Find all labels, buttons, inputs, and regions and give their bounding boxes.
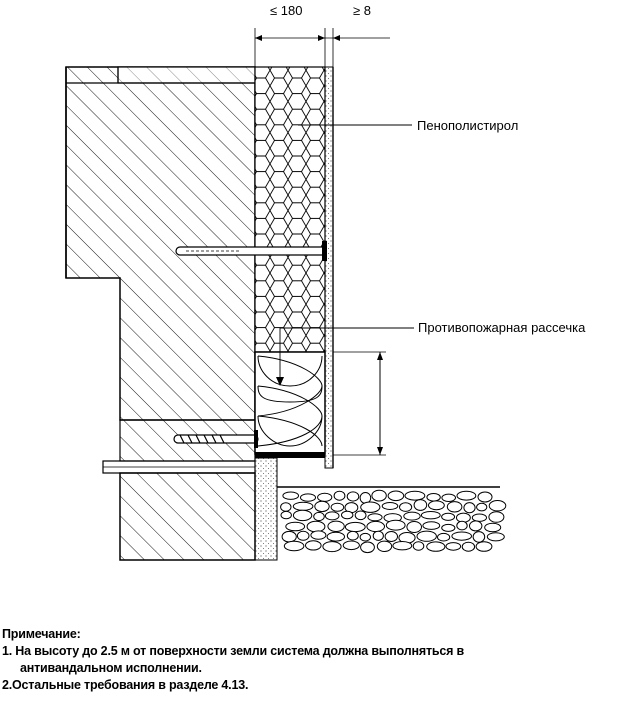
gravel-stone: [428, 500, 445, 511]
gravel-stone: [327, 520, 345, 532]
anchor-dowel-upper: [175, 241, 327, 261]
gravel-stone: [280, 510, 292, 520]
gravel-stone: [445, 542, 462, 551]
render-layer: [324, 66, 334, 469]
floor-slab-lower: [102, 419, 256, 474]
gravel-stone: [292, 501, 314, 511]
gravel-stone: [461, 541, 476, 552]
gravel-stone: [456, 520, 468, 531]
gravel-stone: [413, 499, 428, 511]
gravel-stone: [296, 530, 310, 541]
note-item-1-line-1: 1. На высоту до 2.5 м от поверхности зем…: [2, 644, 464, 658]
gravel-stone: [446, 501, 463, 513]
note-block: Примечание: 1. На высоту до 2.5 м от пов…: [2, 626, 622, 694]
gravel-stone: [488, 500, 507, 512]
note-item-1-line-2: антивандальном исполнении.: [20, 661, 202, 675]
gravel-stone: [472, 531, 486, 543]
gravel-stone: [281, 530, 297, 543]
gravel-stone: [441, 512, 456, 521]
gravel-stone: [372, 530, 384, 541]
gravel-stone: [317, 492, 333, 502]
gravel-stone: [314, 500, 330, 513]
label-fire-break: Противопожарная рассечка: [418, 320, 586, 335]
gravel-stone: [486, 532, 505, 542]
gravel-stone: [381, 502, 399, 510]
gravel-stone: [282, 491, 300, 500]
gravel-stone: [359, 532, 371, 542]
gravel-stone: [346, 530, 359, 541]
gravel-stone: [406, 521, 423, 533]
gravel-stone: [376, 540, 393, 552]
anchor-dowel-lower: [173, 430, 259, 448]
leader-eps: Пенополистирол: [298, 118, 518, 133]
gravel-stone: [422, 521, 441, 530]
gravel-stone: [451, 531, 473, 541]
gravel-stone: [403, 511, 421, 521]
gravel-stone: [280, 502, 292, 512]
gravel-stone: [326, 531, 345, 542]
gravel-stone: [416, 530, 437, 542]
gravel-stone: [310, 530, 327, 540]
gravel-stone: [476, 502, 488, 512]
gravel-stone: [322, 541, 342, 553]
gravel-stone: [292, 509, 313, 522]
gravel-stone: [360, 541, 375, 554]
gravel-stone: [306, 520, 326, 533]
concrete-wall-lower: [119, 472, 256, 561]
gravel-stone: [360, 501, 381, 513]
gravel-stone: [342, 540, 360, 551]
gravel-stone: [305, 540, 322, 551]
label-eps: Пенополистирол: [417, 118, 518, 133]
gravel-stone: [313, 511, 325, 522]
gravel-stone: [333, 490, 346, 501]
gravel-stone: [477, 491, 493, 503]
note-title: Примечание:: [2, 627, 81, 641]
dimension-right: [333, 351, 386, 456]
dim-render-label: ≥ 8: [353, 3, 371, 18]
gravel-stone: [341, 510, 354, 520]
gravel-stone: [385, 519, 406, 531]
eps-insulation: [254, 66, 326, 353]
gravel-stone: [399, 502, 413, 512]
concrete-wall-upper: [65, 66, 256, 421]
gravel-stone: [441, 493, 457, 502]
gravel-stone: [300, 493, 316, 502]
gravel-stone: [324, 511, 340, 521]
note-item-2: 2.Остальные требования в разделе 4.13.: [2, 678, 249, 692]
gravel-stone: [426, 493, 441, 502]
leader-fire-break: Противопожарная рассечка: [276, 320, 586, 386]
gravel-stone: [371, 489, 387, 502]
gravel-stone: [426, 541, 446, 552]
gravel-stone: [475, 541, 493, 552]
gravel-stone: [330, 502, 345, 512]
dim-insulation-label: ≤ 180: [270, 3, 302, 18]
gravel-stone: [420, 511, 441, 520]
mineral-wool-fire-break: [254, 351, 326, 458]
gravel-stone: [441, 523, 456, 532]
gravel-stone: [384, 531, 398, 542]
gravel-stone: [437, 532, 451, 542]
gravel-stone: [346, 491, 360, 502]
gravel-stone: [488, 511, 505, 523]
gravel-stone: [367, 513, 383, 522]
gravel-stone: [366, 520, 386, 533]
ground-gravel: [277, 486, 507, 554]
plinth-strip: [254, 457, 278, 561]
gravel-stone: [456, 490, 477, 501]
gravel-stone: [285, 521, 306, 532]
gravel-stone: [392, 541, 413, 551]
gravel-stone: [412, 541, 425, 551]
dimension-top: ≤ 180 ≥ 8: [254, 3, 390, 67]
gravel-stone: [456, 512, 471, 523]
gravel-stone: [484, 522, 502, 533]
gravel-stone: [354, 510, 367, 521]
gravel-stone: [283, 540, 305, 552]
gravel-stone: [471, 513, 487, 522]
facade-section-drawing: ≤ 180 ≥ 8 Пенополистирол Противопожарная…: [65, 3, 586, 561]
gravel-stone: [344, 521, 366, 533]
gravel-stone: [469, 520, 483, 532]
gravel-stone: [387, 490, 405, 502]
gravel-stone: [463, 502, 476, 514]
gravel-stone: [404, 490, 426, 501]
